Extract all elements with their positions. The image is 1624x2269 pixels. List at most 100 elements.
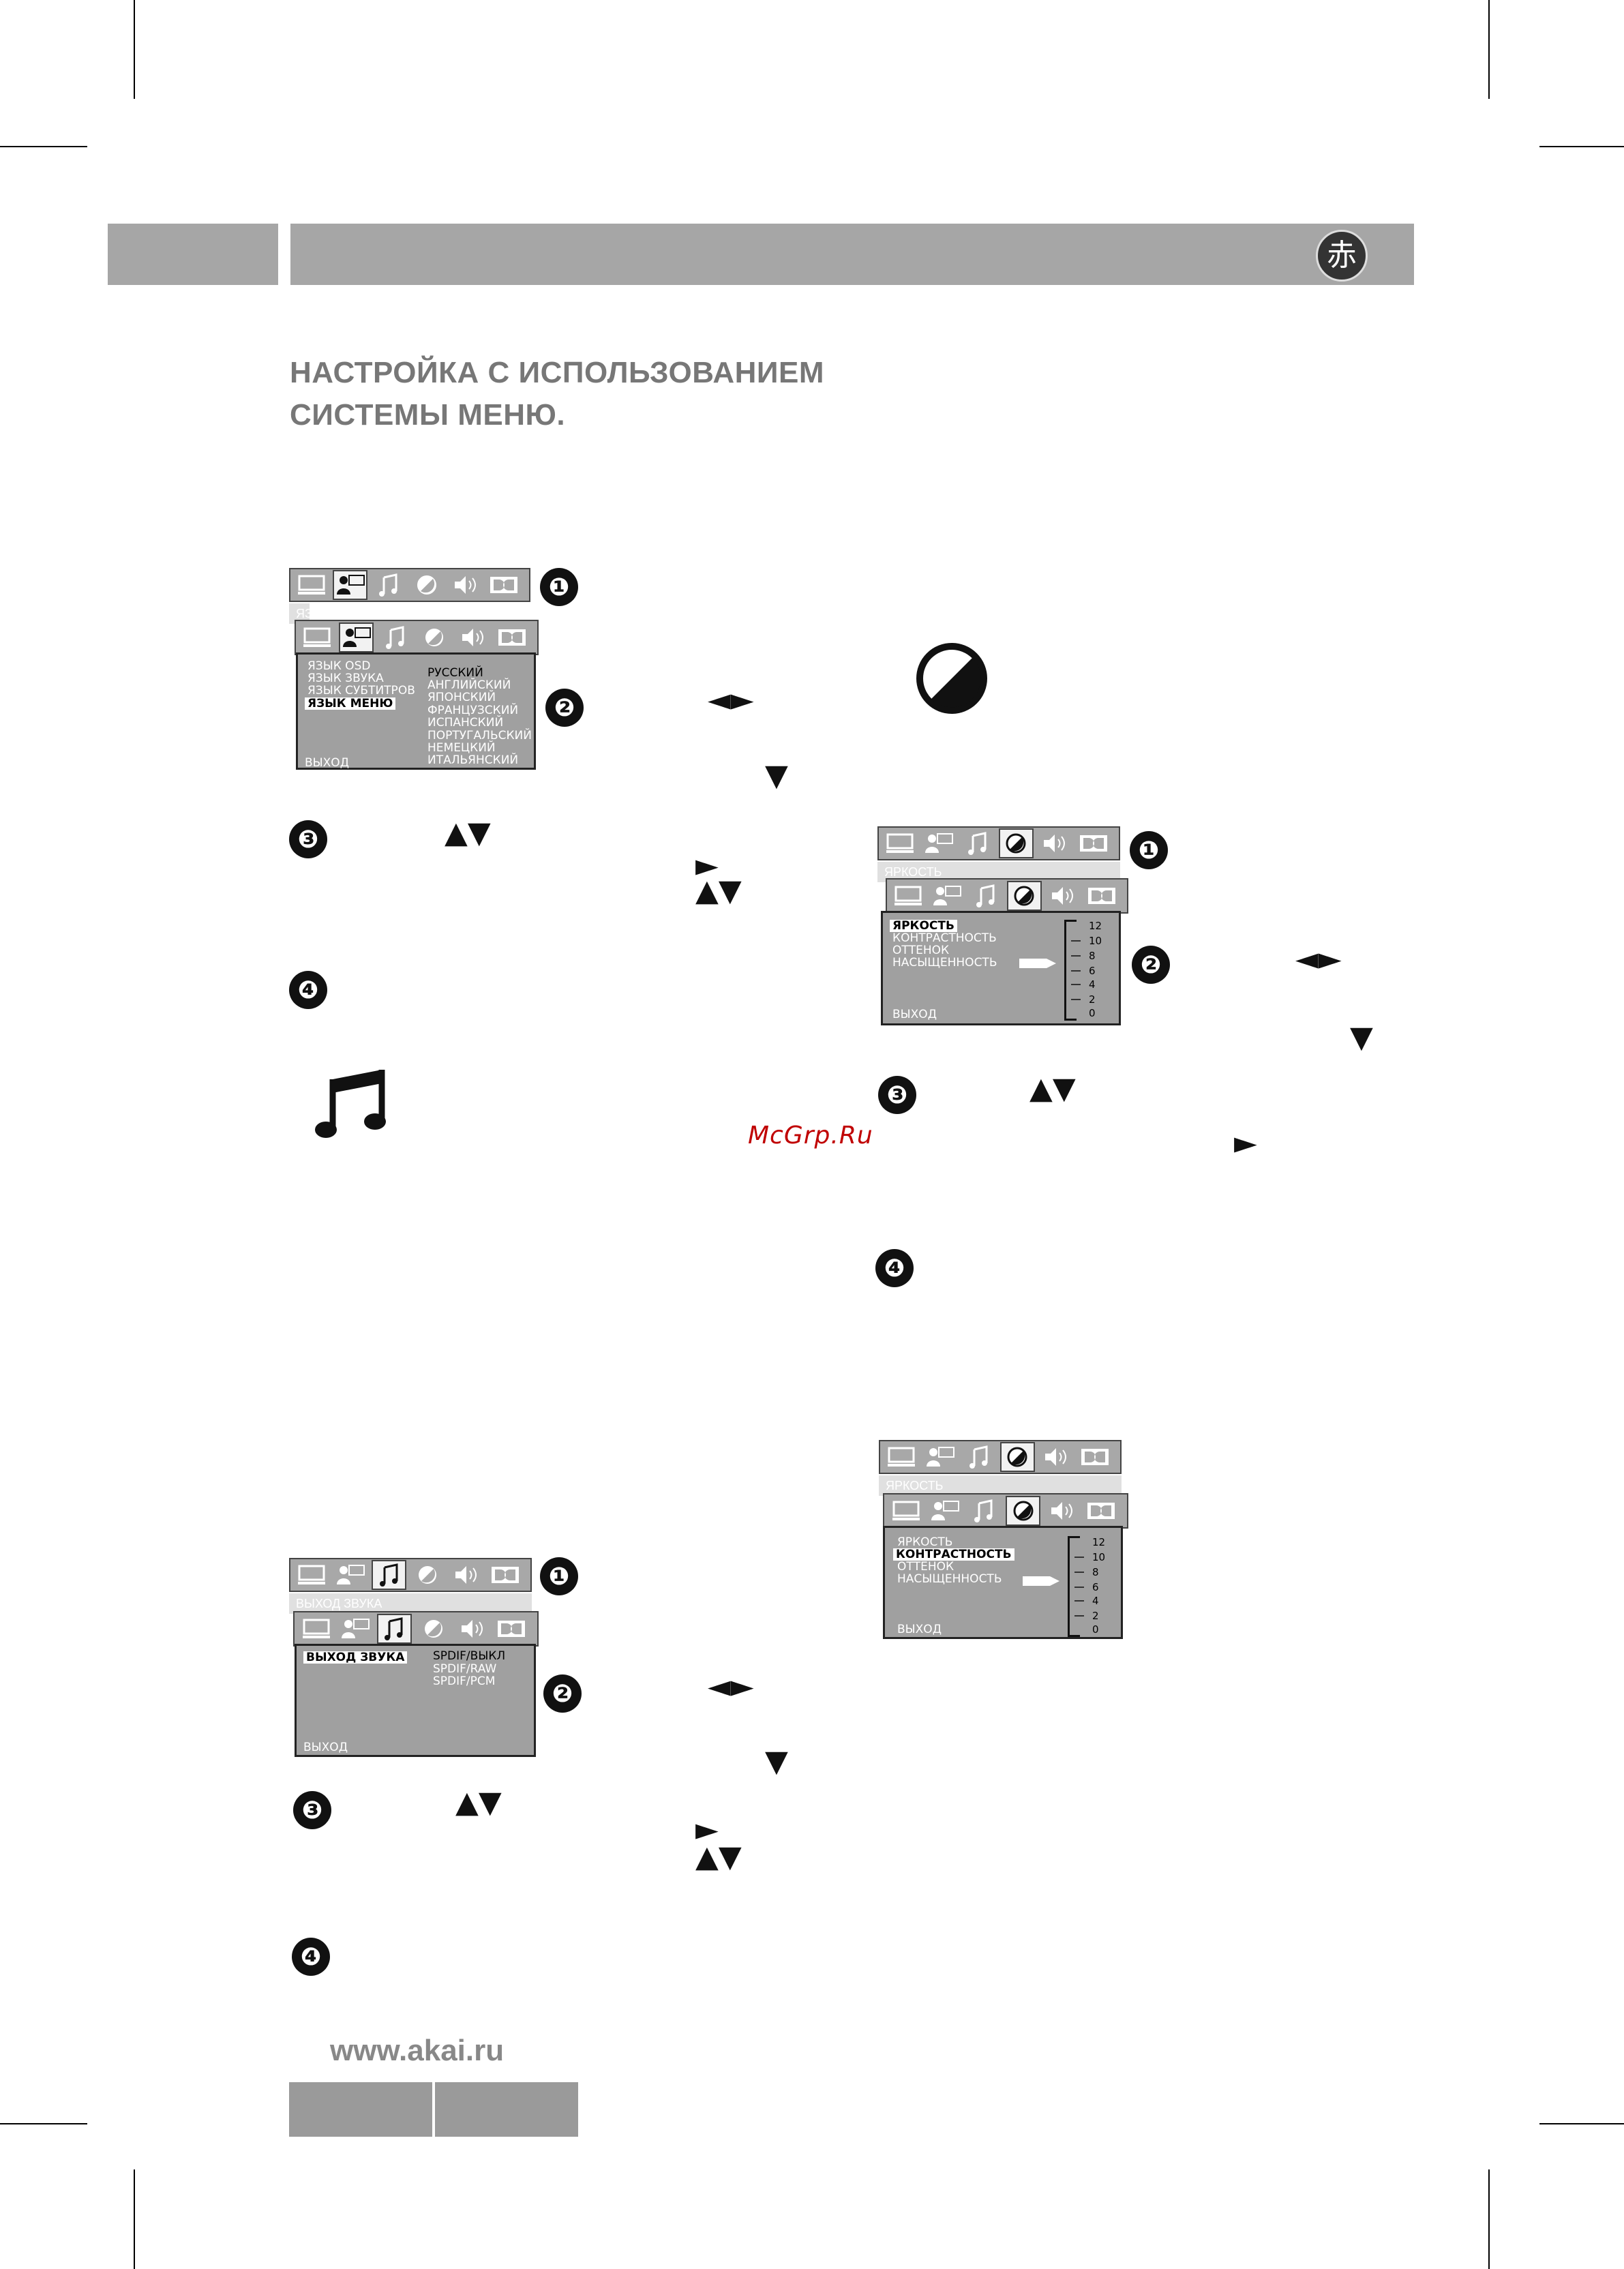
scale-label: 4 <box>1089 978 1096 991</box>
dolby-icon[interactable] <box>494 622 529 652</box>
option-spdif-pcm[interactable]: SPDIF/PCM <box>433 1674 496 1688</box>
menu-audio-screen: ВЫХОД ЗВУКА ВЫХОД ЗВУКА SPDIF/ВЫКЛ SPDIF… <box>289 1558 539 1757</box>
language-icon[interactable] <box>337 1614 372 1644</box>
step-1-badge: ❶ <box>540 568 578 606</box>
scale-label: 2 <box>1092 1610 1099 1622</box>
menu-item-subtitle-language[interactable]: ЯЗЫК СУБТИТРОВ <box>307 684 415 697</box>
option-portuguese[interactable]: ПОРТУГАЛЬСКИЙ <box>427 729 532 742</box>
option-spdif-off[interactable]: SPDIF/ВЫКЛ <box>433 1649 506 1663</box>
option-spanish[interactable]: ИСПАНСКИЙ <box>427 716 504 730</box>
music-note-icon <box>372 1560 407 1590</box>
footer-bar-right <box>435 2082 578 2137</box>
right-arrow: ► <box>695 1812 719 1847</box>
tab-bar-back <box>289 568 530 602</box>
up-down-arrows: ▲▼ <box>695 873 742 908</box>
level-pointer <box>1019 958 1056 972</box>
tab-bar-front <box>293 1611 539 1647</box>
contrast-icon[interactable] <box>1005 1496 1041 1526</box>
tab-bar-front <box>886 878 1128 914</box>
step-2-badge: ❷ <box>543 1674 582 1713</box>
menu-exit[interactable]: ВЫХОД <box>305 756 349 770</box>
crop-mark <box>134 0 135 99</box>
speaker-icon[interactable] <box>1046 881 1081 911</box>
tv-icon <box>295 570 329 600</box>
menu-exit[interactable]: ВЫХОД <box>897 1623 942 1636</box>
language-icon <box>333 1560 368 1590</box>
menu-item-contrast[interactable]: КОНТРАСТНОСТЬ <box>892 931 997 945</box>
option-english[interactable]: АНГЛИЙСКИЙ <box>427 678 511 692</box>
tv-icon[interactable] <box>299 1614 333 1644</box>
menu-item-saturation[interactable]: НАСЫЩЕННОСТЬ <box>892 956 997 970</box>
speaker-icon <box>448 570 482 600</box>
contrast-icon <box>410 1560 445 1590</box>
menu-under-label: ЯРКОСТЬ <box>879 1475 1122 1496</box>
option-russian[interactable]: РУССКИЙ <box>427 666 483 680</box>
left-right-arrows: ◄► <box>708 682 754 717</box>
contrast-icon[interactable] <box>417 622 451 652</box>
menu-panel: ЯЗЫК OSD ЯЗЫК ЗВУКА ЯЗЫК СУБТИТРОВ ЯЗЫК … <box>296 652 536 770</box>
watermark: McGrp.Ru <box>748 1122 873 1149</box>
left-right-arrows: ◄► <box>1295 942 1342 976</box>
tab-bar-front <box>295 620 539 655</box>
menu-panel: ЯРКОСТЬ КОНТРАСТНОСТЬ ОТТЕНОК НАСЫЩЕННОС… <box>881 911 1121 1025</box>
language-icon[interactable] <box>927 1496 962 1526</box>
header-bar-left <box>108 224 278 285</box>
menu-item-audio-language[interactable]: ЯЗЫК ЗВУКА <box>307 672 384 685</box>
contrast-icon[interactable] <box>1006 881 1042 911</box>
page-title-line1: НАСТРОЙКА С ИСПОЛЬЗОВАНИЕМ <box>290 356 825 389</box>
menu-video-screen-1: ЯРКОСТЬ ЯРКОСТЬ КОНТРАСТНОСТЬ ОТТЕНОК НА… <box>877 826 1128 1025</box>
up-down-arrows: ▲▼ <box>695 1839 742 1874</box>
menu-item-hue[interactable]: ОТТЕНОК <box>897 1560 954 1574</box>
contrast-icon[interactable] <box>416 1614 451 1644</box>
option-italian[interactable]: ИТАЛЬЯНСКИЙ <box>427 753 519 767</box>
menu-video-screen-2: ЯРКОСТЬ ЯРКОСТЬ КОНТРАСТНОСТЬ ОТТЕНОК НА… <box>879 1440 1128 1639</box>
contrast-icon <box>410 570 444 600</box>
tv-icon[interactable] <box>891 881 926 911</box>
option-spdif-raw[interactable]: SPDIF/RAW <box>433 1662 497 1676</box>
menu-item-brightness[interactable]: ЯРКОСТЬ <box>890 920 957 932</box>
speaker-icon <box>449 1560 484 1590</box>
scale-label: 6 <box>1092 1581 1099 1593</box>
speaker-icon[interactable] <box>455 1614 490 1644</box>
menu-panel: ВЫХОД ЗВУКА SPDIF/ВЫКЛ SPDIF/RAW SPDIF/P… <box>295 1644 536 1757</box>
up-down-arrows: ▲▼ <box>455 1785 502 1820</box>
menu-item-osd-language[interactable]: ЯЗЫК OSD <box>307 659 371 673</box>
tab-bar-back <box>877 826 1120 860</box>
speaker-icon[interactable] <box>455 622 490 652</box>
crop-mark <box>1488 0 1490 99</box>
option-german[interactable]: НЕМЕЦКИЙ <box>427 741 496 755</box>
tab-bar-front <box>883 1493 1128 1529</box>
menu-item-contrast[interactable]: КОНТРАСТНОСТЬ <box>893 1548 1014 1561</box>
dolby-icon[interactable] <box>494 1614 529 1644</box>
tab-bar-back <box>289 1558 532 1592</box>
menu-exit[interactable]: ВЫХОД <box>303 1741 348 1754</box>
menu-item-menu-language[interactable]: ЯЗЫК МЕНЮ <box>305 697 396 710</box>
level-pointer <box>1023 1576 1059 1590</box>
right-arrow: ► <box>1234 1126 1257 1160</box>
menu-item-audio-output[interactable]: ВЫХОД ЗВУКА <box>303 1651 408 1664</box>
menu-exit[interactable]: ВЫХОД <box>892 1008 937 1021</box>
dolby-icon[interactable] <box>1084 881 1119 911</box>
brand-logo: 赤 <box>1316 230 1368 282</box>
speaker-icon[interactable] <box>1044 1496 1079 1526</box>
step-2-badge: ❷ <box>1132 946 1170 984</box>
music-note-icon[interactable] <box>968 881 1003 911</box>
menu-item-hue[interactable]: ОТТЕНОК <box>892 944 950 957</box>
menu-item-brightness[interactable]: ЯРКОСТЬ <box>897 1535 953 1549</box>
music-note-icon[interactable] <box>967 1496 1002 1526</box>
music-note-icon[interactable] <box>376 1614 412 1644</box>
option-japanese[interactable]: ЯПОНСКИЙ <box>427 691 496 704</box>
step-1-badge: ❶ <box>1130 831 1168 869</box>
dolby-icon <box>487 1560 522 1590</box>
crop-mark <box>0 2123 87 2124</box>
language-icon[interactable] <box>338 622 374 652</box>
menu-item-saturation[interactable]: НАСЫЩЕННОСТЬ <box>897 1572 1002 1586</box>
language-icon[interactable] <box>930 881 965 911</box>
crop-mark <box>1539 146 1624 147</box>
dolby-icon[interactable] <box>1084 1496 1119 1526</box>
scale-label: 12 <box>1092 1536 1106 1548</box>
music-note-icon[interactable] <box>378 622 412 652</box>
contrast-icon <box>998 828 1034 858</box>
option-french[interactable]: ФРАНЦУЗСКИЙ <box>427 704 519 717</box>
tv-icon[interactable] <box>888 1496 923 1526</box>
